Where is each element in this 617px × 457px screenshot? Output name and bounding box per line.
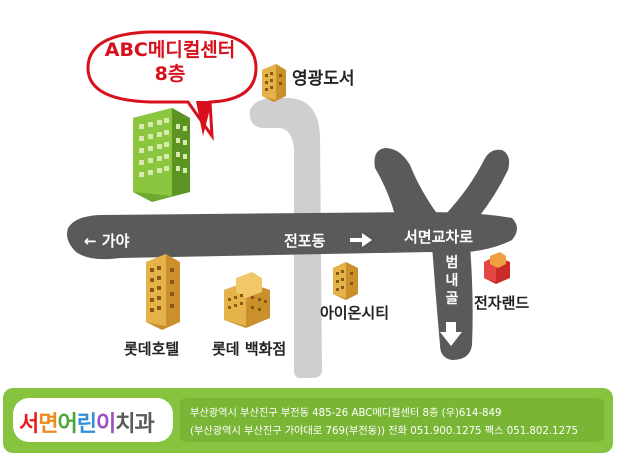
logo-char: 린 (76, 412, 97, 437)
callout-line-2: 8층 (154, 63, 186, 85)
side-road (249, 98, 322, 378)
road-label-alley: 범 내 골 (442, 254, 462, 308)
electronics-label: 전자랜드 (474, 294, 530, 312)
logo-char: 이 (96, 412, 116, 437)
clinic-logo-text: 서면어린이치과 (19, 406, 155, 438)
department-store-label: 롯데 백화점 (212, 340, 287, 358)
department-store-building (224, 272, 270, 328)
icity-building (333, 262, 358, 300)
clinic-logo: 서면어린이치과 (13, 398, 173, 442)
library-building (262, 64, 286, 102)
address-line-1: 부산광역시 부산진구 부전동 485-26 ABC메디컬센터 8층 (우)614… (190, 408, 502, 419)
alley-char: 내 (445, 273, 459, 289)
branch-left (374, 148, 438, 215)
alley-char: 골 (445, 291, 459, 307)
logo-char: 치 (115, 412, 135, 437)
road-label-intersection: 서면교차로 (404, 228, 474, 246)
library-label: 영광도서 (292, 69, 355, 89)
clinic-info: 부산광역시 부산진구 부전동 485-26 ABC메디컬센터 8층 (우)614… (180, 398, 604, 442)
callout-line-1: ABC메디컬센터 (104, 39, 236, 61)
address-line-2: (부산광역시 부산진구 가야대로 769(부전동)) 전화 051.900.12… (190, 426, 579, 437)
map-canvas (67, 30, 517, 378)
logo-char: 과 (134, 412, 155, 437)
alley-arrow-icon (440, 322, 462, 346)
alley-road (432, 245, 473, 360)
road-label-jeonpo: 전포동 (284, 232, 326, 250)
logo-char: 서 (19, 412, 39, 437)
logo-char: 면 (38, 412, 58, 437)
callout-pointer (196, 101, 212, 136)
hotel-building (146, 254, 180, 330)
callout-bubble (86, 30, 258, 142)
clinic-footer: 서면어린이치과 부산광역시 부산진구 부전동 485-26 ABC메디컬센터 8… (3, 388, 613, 453)
branch-right (445, 149, 510, 218)
electronics-building (484, 252, 510, 284)
main-road (67, 212, 517, 260)
alley-char: 범 (445, 255, 459, 271)
logo-char: 어 (57, 412, 78, 437)
medical-center-callout: ABC메디컬센터 8층 (86, 38, 254, 86)
east-arrow-icon (350, 233, 372, 247)
hotel-label: 롯데호텔 (124, 340, 180, 358)
icity-label: 아이온시티 (320, 304, 390, 322)
road-label-gaya: ← 가야 (84, 232, 130, 250)
medical-center-building (133, 108, 190, 202)
